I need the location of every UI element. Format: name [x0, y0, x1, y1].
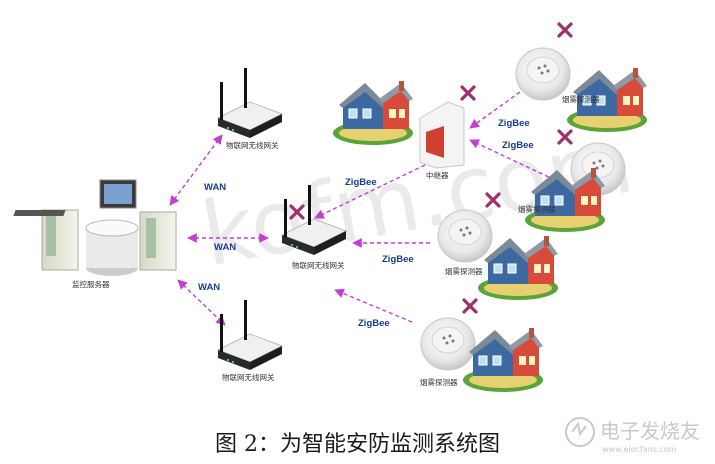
detector-label: 烟雾探测器 [445, 266, 483, 276]
router-icon [217, 67, 283, 139]
monitoring-server: 监控服务器 [13, 179, 177, 289]
house-icon [332, 80, 414, 146]
wan-label-top: WAN [204, 182, 226, 193]
server-left-bay [46, 216, 56, 256]
detector-top-right: 烟雾探测器 [515, 22, 648, 133]
gateway-bottom: 物联网无线网关 [217, 299, 283, 382]
server-right-tower [139, 211, 177, 271]
fail-mark-icon [462, 298, 478, 314]
logo-mark-icon [565, 417, 595, 447]
server-cylinder-top [85, 219, 139, 237]
zigbee-label-detector-middle: ZigBee [382, 254, 414, 265]
relay-stripe [426, 126, 444, 158]
server-right-bay [146, 218, 156, 258]
logo-bolt [571, 421, 587, 437]
smoke-detector-icon [437, 209, 493, 263]
gateway-middle-label: 物联网无线网关 [292, 260, 345, 270]
connection-lines [169, 91, 556, 326]
gateway-middle: 物联网无线网关 [281, 184, 347, 270]
router-icon [217, 299, 283, 371]
detector-bottom: 烟雾探测器 [420, 298, 544, 393]
detector-label: 烟雾探测器 [420, 377, 458, 387]
zigbee-label-relay: ZigBee [345, 177, 377, 188]
zigbee-label-detector-bottom: ZigBee [358, 318, 390, 329]
site-logo: 电子发烧友 www.elecfans.com [565, 417, 700, 454]
house-icon [462, 327, 544, 393]
zigbee-label-right-upper: ZigBee [502, 140, 534, 151]
detector-label: 烟雾探测器 [518, 204, 556, 214]
wan-label-bottom: WAN [198, 282, 220, 293]
zigbee-link-right-upper [469, 139, 556, 181]
network-diagram: kofm.com 监控服务器 物联网无线网关 物联网无线网关 物联网无线网关 [13, 22, 648, 393]
figure-caption: 图 2：为智能安防监测系统图 [215, 432, 500, 457]
detector-label: 烟雾探测器 [562, 94, 600, 104]
wan-link-bottom [177, 279, 226, 326]
fail-mark-icon [460, 85, 476, 101]
server-label: 监控服务器 [72, 279, 110, 289]
smoke-detector-icon [420, 317, 476, 371]
wan-link-top [169, 134, 223, 206]
smoke-detector-icon [515, 47, 571, 101]
zigbee-link-top-right [469, 91, 521, 129]
keyboard-icon [13, 210, 66, 216]
monitor-screen [104, 184, 132, 204]
fail-mark-icon [557, 22, 573, 38]
gateway-bottom-label: 物联网无线网关 [222, 372, 275, 382]
detector-right-upper: 烟雾探测器 [518, 129, 626, 233]
zigbee-link-relay [314, 164, 426, 219]
detector-middle: 烟雾探测器 [437, 192, 559, 301]
relay-label: 中继器 [426, 170, 449, 180]
zigbee-label-top-right: ZigBee [498, 118, 530, 129]
gateway-top-label: 物联网无线网关 [226, 140, 279, 150]
logo-url: www.elecfans.com [602, 445, 677, 454]
logo-name: 电子发烧友 [600, 419, 700, 443]
relay: 中继器 [332, 80, 476, 180]
gateway-top: 物联网无线网关 [217, 67, 283, 150]
wan-label-middle: WAN [214, 242, 236, 253]
